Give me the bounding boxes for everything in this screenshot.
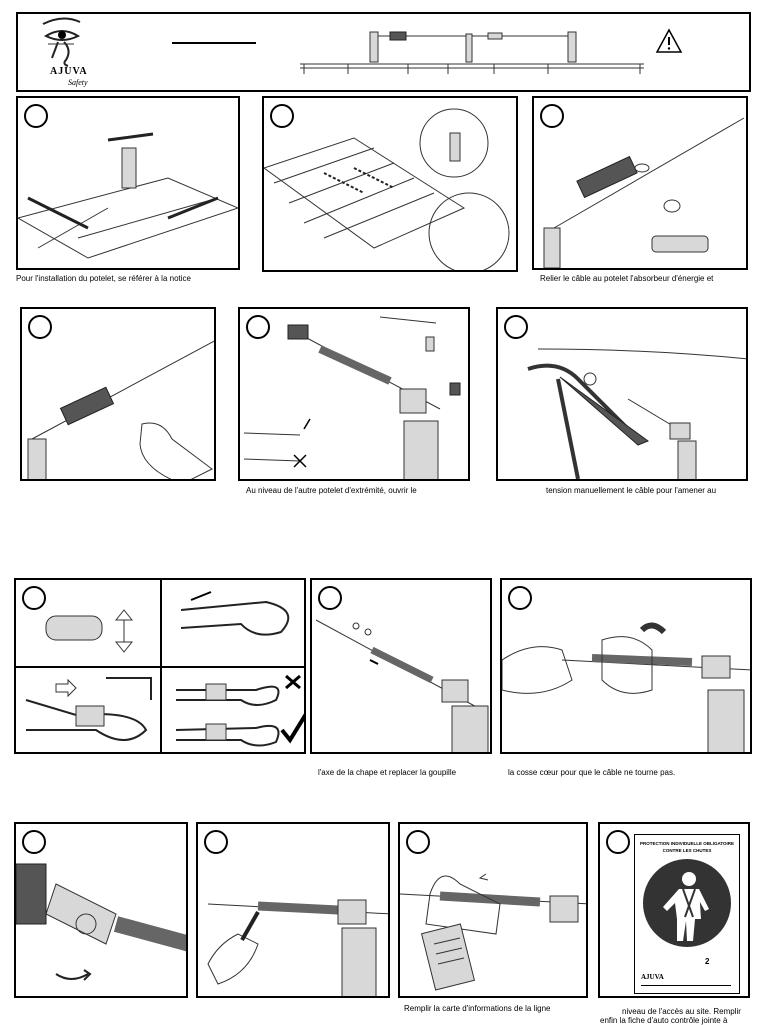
step-number-circle bbox=[540, 104, 564, 128]
header-box: AJUVA Safety bbox=[16, 12, 751, 92]
caption-step-12: Remplir la carte d'informations de la li… bbox=[404, 1004, 551, 1013]
cable-cutting-illustration bbox=[527, 348, 746, 479]
harness-sign-icon bbox=[643, 859, 731, 947]
step-panel-11 bbox=[196, 822, 390, 998]
cable-clamp-illustration bbox=[25, 591, 304, 747]
warning-triangle-icon bbox=[655, 28, 683, 53]
lifeline-overview-illustration bbox=[300, 31, 644, 74]
step-panel-5 bbox=[238, 307, 470, 481]
post-installation-illustration bbox=[18, 132, 238, 259]
step-panel-10 bbox=[14, 822, 188, 998]
caption-step-6: tension manuellement le câble pour l'ame… bbox=[546, 486, 717, 495]
safety-poster: PROTECTION INDIVIDUELLE OBLIGATOIRE CONT… bbox=[634, 834, 740, 994]
poster-title-2: CONTRE LES CHUTES bbox=[662, 848, 712, 853]
caption-step-13-line1: niveau de l'accès au site. Remplir bbox=[622, 1007, 741, 1016]
caption-step-8: l'axe de la chape et replacer la goupill… bbox=[318, 768, 457, 777]
step-number-circle bbox=[22, 586, 46, 610]
step-panel-13: PROTECTION INDIVIDUELLE OBLIGATOIRE CONT… bbox=[598, 822, 750, 998]
marking-illustration bbox=[207, 899, 388, 996]
poster-number: 2 bbox=[705, 957, 710, 966]
twist-prevention-illustration bbox=[502, 622, 750, 752]
roof-fixing-illustration bbox=[264, 108, 510, 270]
pin-lock-illustration bbox=[16, 863, 186, 981]
step-number-circle bbox=[246, 315, 270, 339]
step-number-circle bbox=[270, 104, 294, 128]
step-panel-8 bbox=[310, 578, 492, 754]
step-panel-12 bbox=[398, 822, 588, 998]
logo-eye-icon bbox=[42, 17, 81, 67]
tightening-illustration bbox=[27, 340, 214, 479]
step-number-circle bbox=[318, 586, 342, 610]
step-number-circle bbox=[406, 830, 430, 854]
header-rule bbox=[172, 42, 256, 44]
step-number-circle bbox=[22, 830, 46, 854]
step-panel-3 bbox=[532, 96, 748, 270]
brand-name: AJUVA bbox=[50, 66, 88, 77]
clevis-pin-illustration bbox=[315, 619, 489, 752]
step-number-circle bbox=[28, 315, 52, 339]
caption-step-1: Pour l'installation du potelet, se référ… bbox=[16, 274, 191, 283]
step-number-circle bbox=[508, 586, 532, 610]
step-number-circle bbox=[24, 104, 48, 128]
step-number-circle bbox=[606, 830, 630, 854]
step-panel-7 bbox=[14, 578, 306, 754]
step-panel-1 bbox=[16, 96, 240, 270]
cable-absorber-illustration bbox=[543, 117, 745, 268]
poster-title-1: PROTECTION INDIVIDUELLE OBLIGATOIRE bbox=[639, 841, 735, 846]
caption-step-13-line2: enfin la fiche d'auto contrôle jointe à bbox=[600, 1016, 728, 1025]
step-panel-4 bbox=[20, 307, 216, 481]
caption-step-5: Au niveau de l'autre potelet d'extrémité… bbox=[246, 486, 417, 495]
brand-tagline: Safety bbox=[68, 78, 88, 87]
subpanel-divider-h bbox=[16, 666, 304, 668]
clevis-opening-illustration bbox=[243, 316, 461, 479]
poster-footer-brand: AJUVA bbox=[641, 973, 664, 981]
caption-step-3: Relier le câble au potelet l'absorbeur d… bbox=[540, 274, 714, 283]
step-number-circle bbox=[504, 315, 528, 339]
caption-step-9: la cosse cœur pour que le câble ne tourn… bbox=[508, 768, 676, 777]
poster-footer-rule bbox=[641, 985, 731, 986]
info-card-illustration bbox=[400, 873, 586, 991]
step-number-circle bbox=[204, 830, 228, 854]
step-panel-2 bbox=[262, 96, 518, 272]
step-panel-6 bbox=[496, 307, 748, 481]
step-panel-9 bbox=[500, 578, 752, 754]
